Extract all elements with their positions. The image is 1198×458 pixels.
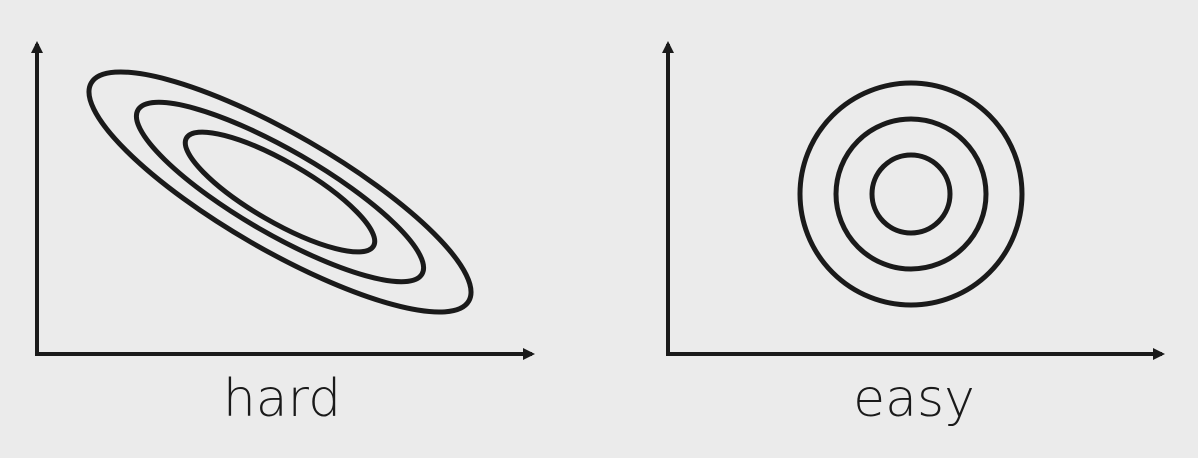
contour-inner-easy — [869, 152, 953, 236]
label-easy: easy — [853, 369, 975, 429]
contour-inner-hard — [182, 129, 378, 255]
contour-middle-easy — [833, 116, 989, 272]
panel-easy: easy — [662, 41, 1165, 429]
contour-outer-easy — [797, 80, 1025, 308]
panel-hard: hard — [31, 41, 535, 429]
contour-middle-hard — [133, 99, 427, 285]
label-hard: hard — [223, 369, 341, 429]
contour-outer-hard — [86, 69, 474, 315]
